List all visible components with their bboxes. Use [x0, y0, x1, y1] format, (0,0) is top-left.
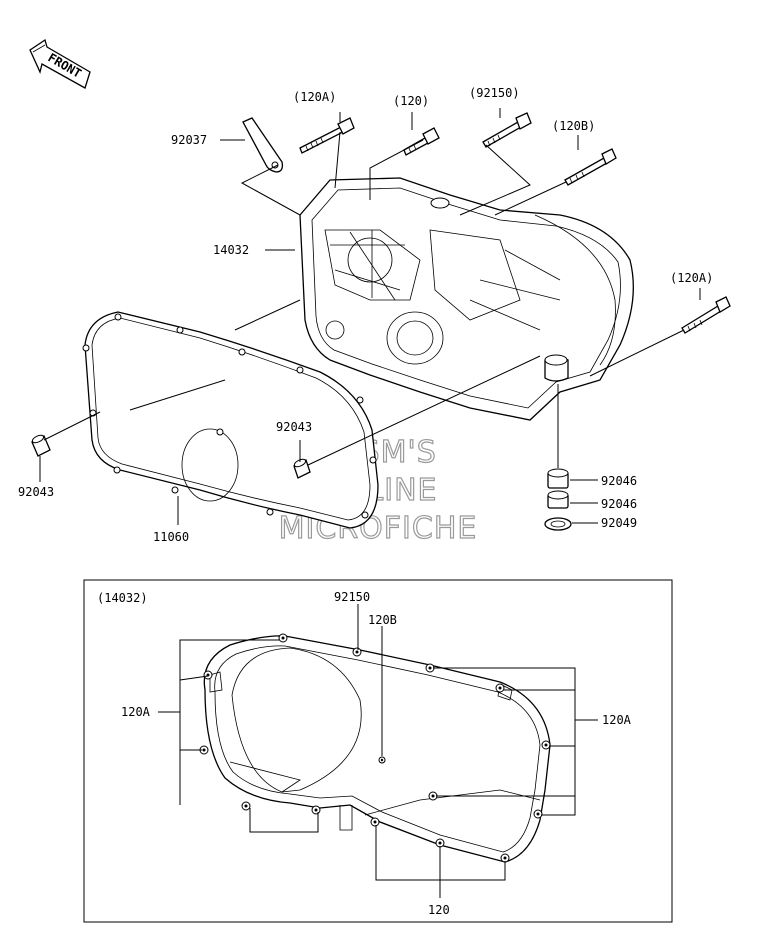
label-120-top: (120)	[393, 94, 429, 108]
bolt-120-top	[403, 127, 440, 156]
label-92043-mid: 92043	[276, 420, 312, 434]
leader-lines	[39, 108, 701, 525]
clutch-cover-14032	[299, 177, 634, 421]
label-120A-right: (120A)	[670, 271, 713, 285]
label-92043-left: 92043	[18, 485, 54, 499]
bushing-92046-a	[547, 468, 569, 489]
label-92049: 92049	[601, 516, 637, 530]
inset-label-120B: 120B	[368, 613, 397, 627]
bolt-120A-top	[299, 117, 355, 154]
dowel-pin-92043-left	[31, 434, 51, 457]
inset-detail-box: (14032)	[83, 579, 673, 923]
label-92150-top: (92150)	[469, 86, 520, 100]
inset-label-120A-right: 120A	[602, 713, 632, 727]
inset-label-120A-left: 120A	[121, 705, 151, 719]
bolt-92150	[482, 112, 532, 148]
inset-label-120-bottom: 120	[428, 903, 450, 917]
label-92046-b: 92046	[601, 497, 637, 511]
oil-seal-92049	[544, 517, 572, 531]
label-92037: 92037	[171, 133, 207, 147]
inset-label-92150: 92150	[334, 590, 370, 604]
inset-title: (14032)	[97, 591, 148, 605]
front-arrow-icon: FRONT	[29, 38, 91, 89]
bolt-120A-right	[681, 296, 731, 334]
label-120B-top: (120B)	[552, 119, 595, 133]
bolt-120B	[564, 148, 617, 186]
dowel-pin-92043-mid	[293, 458, 311, 479]
label-11060: 11060	[153, 530, 189, 544]
label-120A-top: (120A)	[293, 90, 336, 104]
label-14032: 14032	[213, 243, 249, 257]
main-labels: 92037 (120A) (120) (92150) (120B) 14032 …	[18, 86, 713, 544]
label-92046-a: 92046	[601, 474, 637, 488]
plate-92037	[242, 117, 284, 173]
bushing-92046-b	[547, 490, 569, 509]
